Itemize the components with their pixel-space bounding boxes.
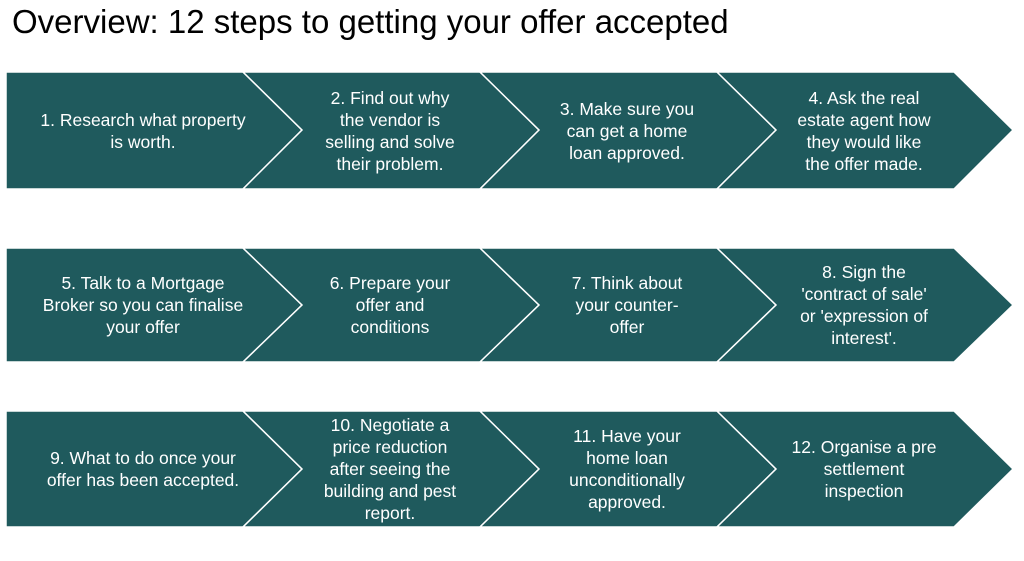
flow-row-2 — [5, 247, 1015, 363]
step-6-label: 6. Prepare your offer and conditions — [329, 273, 451, 337]
step-4-chevron — [715, 71, 1015, 190]
step-10-label: 10. Negotiate a price reduction after se… — [323, 415, 457, 523]
step-8-label: 8. Sign the 'contract of sale' or 'expre… — [800, 262, 928, 348]
step-3-label: 3. Make sure you can get a home loan app… — [559, 98, 695, 163]
step-8-chevron — [715, 247, 1015, 363]
flow-row-1 — [5, 71, 1015, 190]
step-1-label: 1. Research what property is worth. — [40, 109, 246, 152]
step-7-label: 7. Think about your counter- offer — [571, 273, 683, 337]
flow-row-3 — [5, 410, 1015, 528]
step-9-label: 9. What to do once your offer has been a… — [46, 448, 240, 490]
step-5-label: 5. Talk to a Mortgage Broker so you can … — [42, 273, 244, 337]
step-12-label: 12. Organise a pre settlement inspection — [791, 437, 937, 501]
step-4-label: 4. Ask the real estate agent how they wo… — [797, 87, 931, 174]
step-11-label: 11. Have your home loan unconditionally … — [569, 426, 685, 512]
step-2-label: 2. Find out why the vendor is selling an… — [325, 87, 455, 174]
page-title: Overview: 12 steps to getting your offer… — [12, 3, 729, 40]
step-12-chevron — [715, 410, 1015, 528]
